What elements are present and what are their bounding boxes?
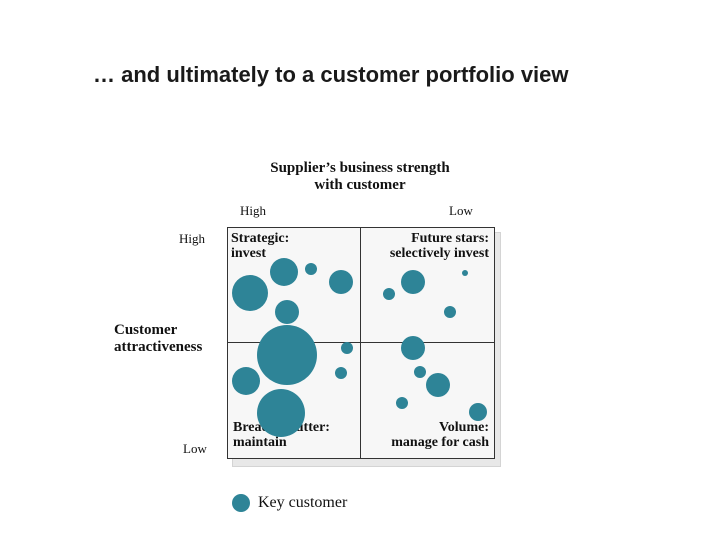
customer-bubble-strategic	[270, 258, 298, 286]
quadrant-strategic-title: Strategic:	[231, 231, 290, 246]
customer-bubble-future-stars	[401, 270, 425, 294]
quadrant-bread-butter-action: maintain	[233, 435, 287, 450]
quadrant-future-stars-action: selectively invest	[389, 246, 489, 261]
customer-bubble-volume	[469, 403, 487, 421]
customer-bubble-strategic	[232, 275, 268, 311]
customer-bubble-strategic	[275, 300, 299, 324]
y-axis-low-label: Low	[183, 441, 207, 456]
quadrant-strategic-label: Strategic: invest	[231, 231, 289, 261]
matrix-horizontal-divider	[227, 342, 494, 343]
customer-bubble-volume	[396, 397, 408, 409]
y-axis-high-label: High	[179, 231, 205, 246]
x-axis-low-label: Low	[449, 203, 473, 218]
customer-bubble-bread-and-butter	[341, 342, 353, 354]
quadrant-volume-title: Volume:	[438, 420, 489, 435]
customer-bubble-bread-and-butter	[232, 367, 260, 395]
quadrant-volume-label: Volume: manage for cash	[363, 420, 489, 450]
customer-bubble-strategic	[305, 263, 317, 275]
customer-bubble-volume	[401, 336, 425, 360]
key-customer-legend-label: Key customer	[258, 494, 348, 511]
customer-bubble-bread-and-butter	[257, 325, 317, 385]
quadrant-volume-action: manage for cash	[391, 435, 489, 450]
customer-bubble-bread-and-butter	[335, 367, 347, 379]
x-axis-title: Supplier’s business strength with custom…	[270, 160, 450, 193]
customer-bubble-volume	[414, 366, 426, 378]
y-axis-title: Customer attractiveness	[114, 322, 203, 355]
customer-bubble-future-stars	[383, 288, 395, 300]
quadrant-future-stars-label: Future stars: selectively invest	[363, 231, 489, 261]
x-axis-high-label: High	[240, 203, 266, 218]
customer-bubble-strategic	[329, 270, 353, 294]
slide-title: … and ultimately to a customer portfolio…	[93, 62, 569, 87]
customer-bubble-future-stars	[444, 306, 456, 318]
customer-bubble-bread-and-butter	[257, 389, 305, 437]
quadrant-strategic-action: invest	[231, 246, 266, 261]
quadrant-future-stars-title: Future stars:	[411, 231, 489, 246]
customer-bubble-volume	[426, 373, 450, 397]
key-customer-legend-icon	[232, 494, 250, 512]
customer-bubble-future-stars	[462, 270, 468, 276]
